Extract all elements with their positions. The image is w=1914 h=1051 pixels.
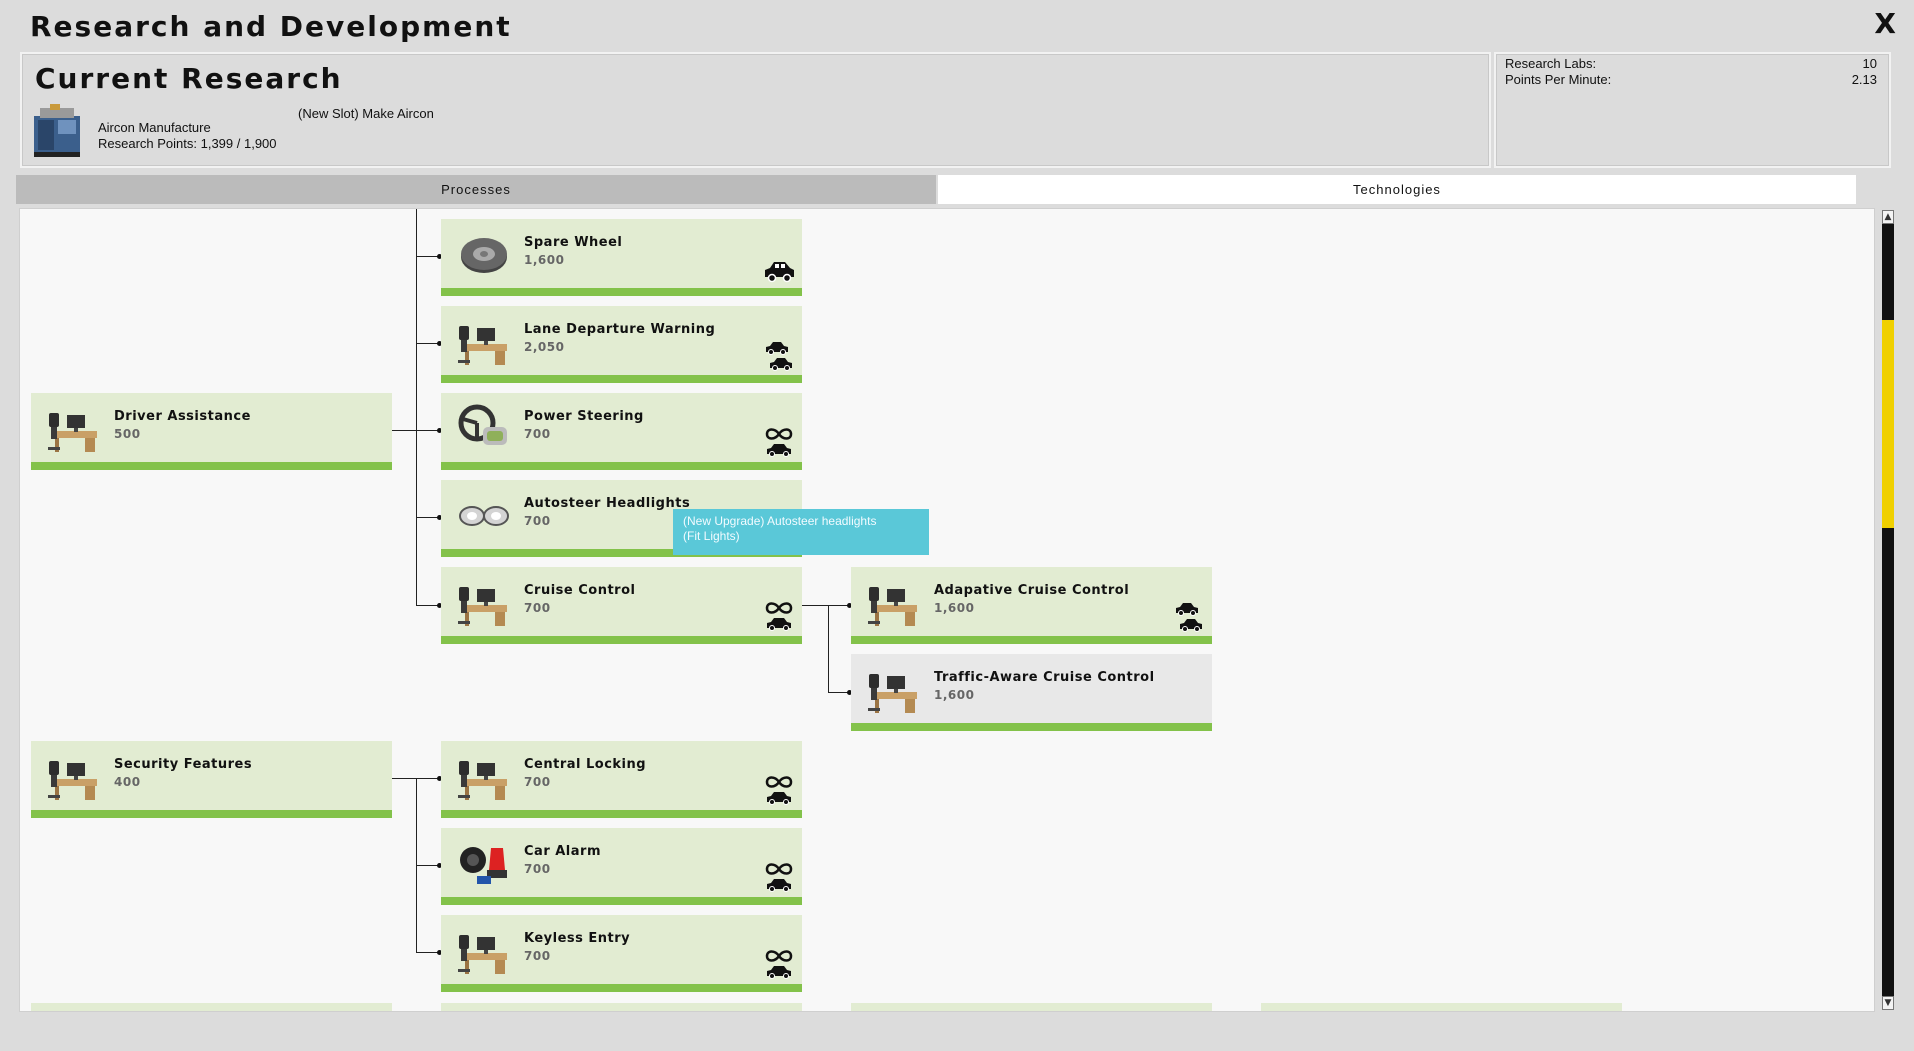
tech-node-security-features[interactable]: Security Features 400 bbox=[31, 741, 392, 818]
connector-dot bbox=[437, 603, 442, 608]
desk-icon bbox=[47, 749, 101, 803]
tech-name: Security Features bbox=[114, 757, 253, 772]
technology-tree: Spare Wheel 1,600 Lane Departure Warning… bbox=[19, 208, 1875, 1012]
current-research-panel: Current Research Aircon Manufacture Rese… bbox=[20, 52, 1491, 168]
points-per-minute-label: Points Per Minute: bbox=[1505, 72, 1612, 87]
close-button[interactable]: X bbox=[1874, 7, 1896, 40]
tech-node-driver-assistance[interactable]: Driver Assistance 500 bbox=[31, 393, 392, 470]
tech-name: Spare Wheel bbox=[524, 235, 623, 250]
tech-node-partial[interactable] bbox=[1261, 1003, 1622, 1011]
steering-wheel-icon bbox=[457, 401, 511, 455]
car-icon bbox=[762, 251, 796, 285]
tech-cost: 700 bbox=[524, 514, 551, 528]
current-item-name: Aircon Manufacture bbox=[98, 120, 211, 135]
tech-node-car-alarm[interactable]: Car Alarm 700 bbox=[441, 828, 802, 905]
connector-line bbox=[828, 605, 829, 693]
points-per-minute-value: 2.13 bbox=[1851, 72, 1877, 87]
tech-node-traffic-aware-cruise-control[interactable]: Traffic-Aware Cruise Control 1,600 bbox=[851, 654, 1212, 731]
desk-icon bbox=[457, 314, 511, 368]
tech-node-partial[interactable] bbox=[441, 1003, 802, 1011]
desk-icon bbox=[867, 662, 921, 716]
tech-cost: 500 bbox=[114, 427, 141, 441]
connector-dot bbox=[847, 603, 852, 608]
connector-dot bbox=[437, 950, 442, 955]
tech-cost: 400 bbox=[114, 775, 141, 789]
tech-name: Autosteer Headlights bbox=[524, 496, 691, 511]
desk-icon bbox=[47, 401, 101, 455]
window-title: Research and Development bbox=[30, 10, 512, 43]
connector-dot bbox=[437, 254, 442, 259]
stats-panel: Research Labs: 10 Points Per Minute: 2.1… bbox=[1494, 52, 1891, 168]
tech-name: Central Locking bbox=[524, 757, 647, 772]
desk-icon bbox=[457, 749, 511, 803]
vertical-scrollbar[interactable]: ▲ ▼ bbox=[1876, 210, 1896, 1010]
siren-icon bbox=[457, 836, 511, 890]
scroll-down-arrow-icon[interactable]: ▼ bbox=[1882, 996, 1894, 1010]
connector-dot bbox=[437, 863, 442, 868]
research-labs-row: Research Labs: 10 bbox=[1505, 56, 1877, 71]
tech-node-partial[interactable] bbox=[851, 1003, 1212, 1011]
tech-name: Adapative Cruise Control bbox=[934, 583, 1130, 598]
tire-icon bbox=[457, 227, 511, 281]
connector-line bbox=[392, 430, 460, 431]
tech-name: Car Alarm bbox=[524, 844, 601, 859]
headlights-icon bbox=[457, 488, 511, 542]
research-labs-value: 10 bbox=[1862, 56, 1877, 71]
tech-node-power-steering[interactable]: Power Steering 700 bbox=[441, 393, 802, 470]
infinite-car-icon bbox=[762, 860, 796, 894]
infinite-car-icon bbox=[762, 947, 796, 981]
tech-cost: 700 bbox=[524, 949, 551, 963]
infinite-car-icon bbox=[762, 599, 796, 633]
tab-processes[interactable]: Processes bbox=[16, 175, 936, 204]
infinite-car-icon bbox=[762, 773, 796, 807]
desk-icon bbox=[457, 575, 511, 629]
tech-cost: 1,600 bbox=[934, 688, 975, 702]
current-slot-label: (New Slot) Make Aircon bbox=[298, 106, 434, 121]
two-cars-icon bbox=[1172, 599, 1206, 633]
tech-cost: 1,600 bbox=[524, 253, 565, 267]
connector-line bbox=[802, 605, 868, 606]
tech-name: Power Steering bbox=[524, 409, 644, 424]
aircon-machine-icon bbox=[34, 104, 80, 157]
scroll-up-arrow-icon[interactable]: ▲ bbox=[1882, 210, 1894, 224]
connector-dot bbox=[437, 776, 442, 781]
points-per-minute-row: Points Per Minute: 2.13 bbox=[1505, 72, 1877, 87]
tech-node-lane-departure-warning[interactable]: Lane Departure Warning 2,050 bbox=[441, 306, 802, 383]
tech-name: Cruise Control bbox=[524, 583, 636, 598]
tech-cost: 1,600 bbox=[934, 601, 975, 615]
tech-cost: 700 bbox=[524, 775, 551, 789]
tech-name: Keyless Entry bbox=[524, 931, 631, 946]
tech-cost: 700 bbox=[524, 862, 551, 876]
tech-cost: 700 bbox=[524, 427, 551, 441]
tech-node-central-locking[interactable]: Central Locking 700 bbox=[441, 741, 802, 818]
tech-node-keyless-entry[interactable]: Keyless Entry 700 bbox=[441, 915, 802, 992]
connector-line bbox=[392, 778, 460, 779]
connector-dot bbox=[437, 428, 442, 433]
connector-line bbox=[416, 209, 417, 606]
tech-cost: 700 bbox=[524, 601, 551, 615]
current-research-points: Research Points: 1,399 / 1,900 bbox=[98, 136, 277, 151]
current-research-heading: Current Research bbox=[35, 62, 343, 95]
tab-technologies[interactable]: Technologies bbox=[938, 175, 1856, 204]
research-labs-label: Research Labs: bbox=[1505, 56, 1597, 71]
connector-dot bbox=[847, 690, 852, 695]
tooltip-line-2: (Fit Lights) bbox=[683, 529, 740, 543]
connector-dot bbox=[437, 515, 442, 520]
tech-name: Traffic-Aware Cruise Control bbox=[934, 670, 1155, 685]
tech-node-spare-wheel[interactable]: Spare Wheel 1,600 bbox=[441, 219, 802, 296]
connector-dot bbox=[437, 341, 442, 346]
tech-name: Lane Departure Warning bbox=[524, 322, 716, 337]
tech-node-partial[interactable] bbox=[31, 1003, 392, 1011]
upgrade-tooltip: (New Upgrade) Autosteer headlights (Fit … bbox=[673, 509, 929, 555]
scrollbar-thumb[interactable] bbox=[1882, 320, 1894, 528]
desk-icon bbox=[457, 923, 511, 977]
two-cars-icon bbox=[762, 338, 796, 372]
tech-node-cruise-control[interactable]: Cruise Control 700 bbox=[441, 567, 802, 644]
tech-name: Driver Assistance bbox=[114, 409, 251, 424]
desk-icon bbox=[867, 575, 921, 629]
infinite-car-icon bbox=[762, 425, 796, 459]
tooltip-line-1: (New Upgrade) Autosteer headlights bbox=[683, 514, 877, 528]
tech-cost: 2,050 bbox=[524, 340, 565, 354]
tech-node-adaptive-cruise-control[interactable]: Adapative Cruise Control 1,600 bbox=[851, 567, 1212, 644]
